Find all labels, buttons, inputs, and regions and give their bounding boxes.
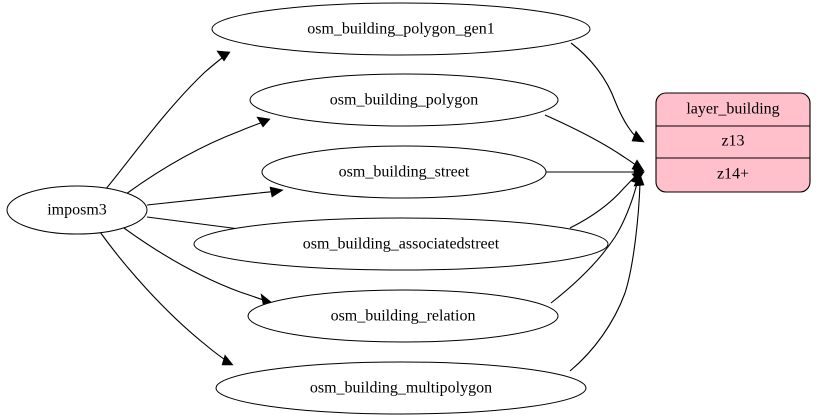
node-layer_building[interactable]: layer_building z13 z14+ — [655, 92, 811, 193]
node-osm_building_polygon-shape[interactable] — [249, 73, 559, 127]
node-osm_building_street-label: osm_building_street — [339, 164, 470, 181]
node-osm_building_street[interactable]: osm_building_street — [261, 145, 547, 199]
edge-osm_building_polygon_gen1-to-layer_building-z13 — [570, 42, 645, 143]
edge-imposm3-to-osm_building_multipolygon — [99, 231, 234, 366]
node-osm_building_polygon[interactable]: osm_building_polygon — [249, 73, 559, 127]
edge-osm_building_street-to-layer_building-z14plus — [546, 166, 645, 178]
node-osm_building_polygon-label: osm_building_polygon — [330, 92, 478, 109]
node-imposm3-label: imposm3 — [47, 202, 107, 219]
node-osm_building_polygon_gen1-label: osm_building_polygon_gen1 — [307, 21, 495, 38]
node-osm_building_associatedstreet-shape[interactable] — [193, 217, 609, 271]
edge-imposm3-to-osm_building_polygon — [125, 116, 271, 195]
node-osm_building_associatedstreet[interactable]: osm_building_associatedstreet — [193, 217, 609, 271]
node-layer_building-box[interactable] — [655, 92, 811, 193]
record-row-zoom-z13: z13 — [721, 133, 744, 150]
node-osm_building_relation-shape[interactable] — [247, 289, 559, 343]
node-osm_building_multipolygon-label: osm_building_multipolygon — [310, 380, 492, 397]
node-osm_building_multipolygon[interactable]: osm_building_multipolygon — [215, 361, 587, 415]
node-osm_building_multipolygon-shape[interactable] — [215, 361, 587, 415]
edge-group-tables-to-layer — [544, 42, 645, 372]
edge-osm_building_polygon-to-layer_building-z14plus — [544, 114, 645, 172]
node-osm_building_relation-label: osm_building_relation — [331, 308, 476, 325]
node-osm_building_polygon_gen1[interactable]: osm_building_polygon_gen1 — [211, 2, 591, 56]
record-row-zoom-z14plus: z14+ — [717, 166, 749, 183]
node-osm_building_relation[interactable]: osm_building_relation — [247, 289, 559, 343]
edge-osm_building_multipolygon-to-layer_building-z14plus — [569, 173, 645, 372]
edge-imposm3-to-osm_building_street — [146, 186, 284, 206]
node-osm_building_street-shape[interactable] — [261, 145, 547, 199]
node-imposm3[interactable]: imposm3 — [6, 185, 148, 235]
record-row-layer-name: layer_building — [686, 101, 779, 118]
node-imposm3-shape[interactable] — [6, 185, 148, 235]
node-osm_building_polygon_gen1-shape[interactable] — [211, 2, 591, 56]
node-osm_building_associatedstreet-label: osm_building_associatedstreet — [303, 236, 500, 253]
edge-imposm3-to-osm_building_polygon_gen1 — [104, 50, 231, 191]
